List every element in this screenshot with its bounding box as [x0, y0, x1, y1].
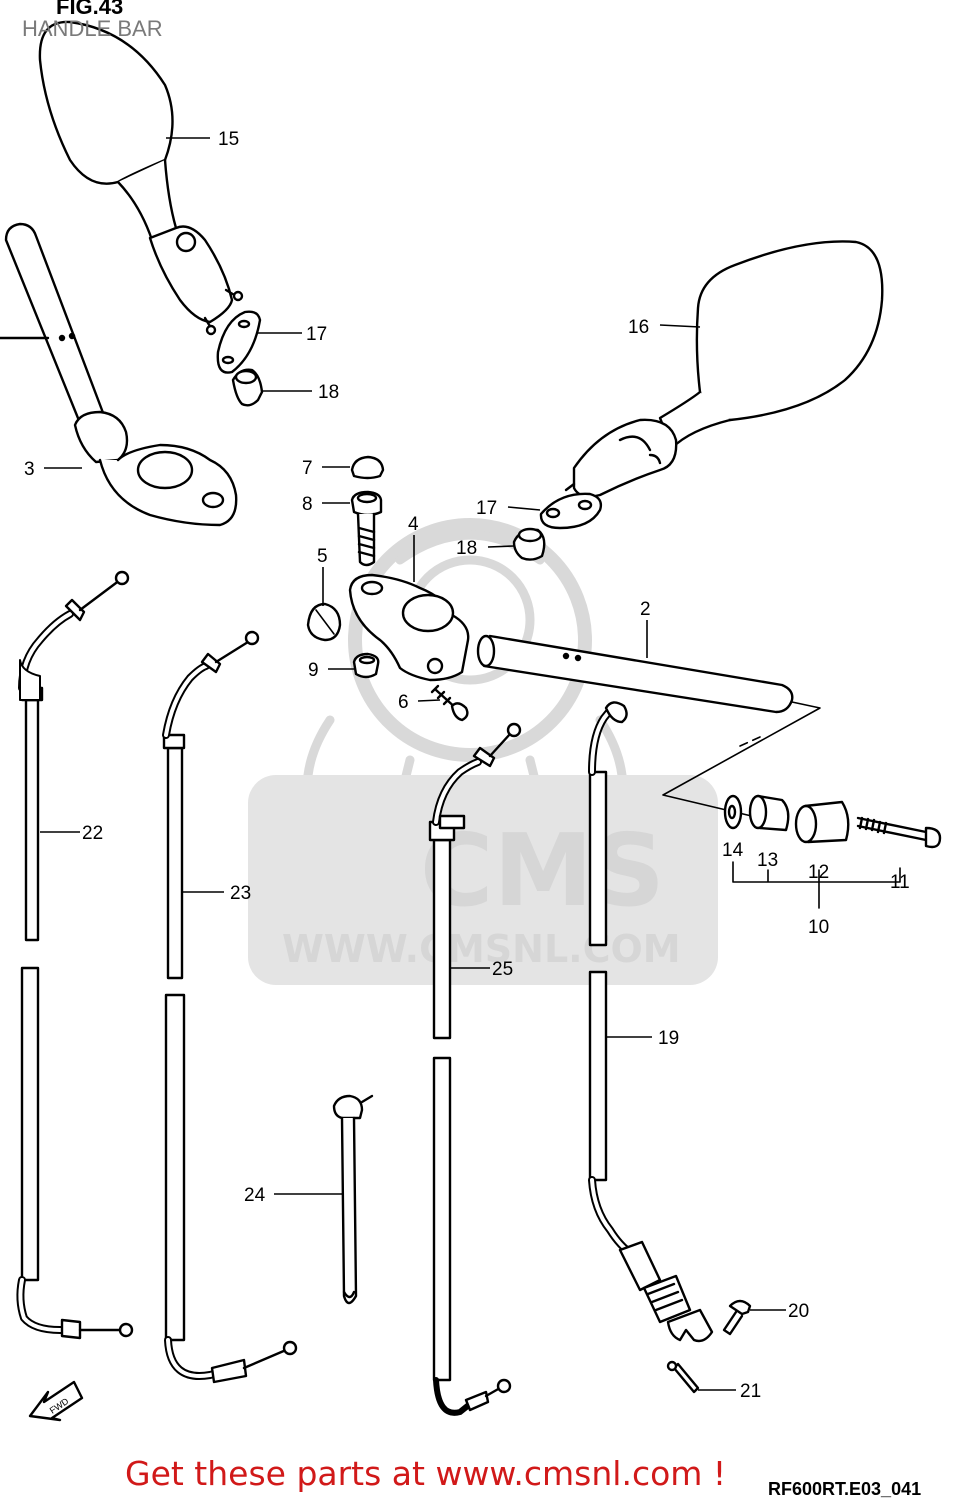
part-clutch-cable: [590, 702, 712, 1341]
part-balancer-screw: [858, 818, 940, 847]
part-balancer-washer: [725, 796, 741, 828]
part-balancer-spacer: [750, 796, 788, 830]
balancer-assembly-bracket: [733, 862, 900, 908]
watermark-logo-text: CMS: [420, 812, 665, 929]
callout-4: 4: [408, 514, 419, 535]
callout-21: 21: [740, 1381, 761, 1402]
part-mirror-gasket-left: [218, 312, 260, 373]
part-mirror-right: [566, 241, 882, 496]
part-choke-cable: [430, 724, 520, 1413]
part-clutch-pin: [724, 1301, 750, 1334]
part-plug: [308, 604, 340, 640]
watermark-url: WWW.CMSNL.COM: [282, 927, 681, 971]
callout-labels: 15 17 18 3 16 7 8 4 17 18 5 2 9 6 22 23 …: [24, 129, 910, 1402]
part-balancer-weight: [796, 802, 848, 842]
callout-7: 7: [302, 458, 313, 479]
leader-lines: [40, 137, 786, 1391]
callout-6: 6: [398, 692, 409, 713]
callout-8: 8: [302, 494, 313, 515]
part-mirror-gasket-right: [541, 494, 601, 528]
part-mirror-nut-right: [514, 529, 544, 560]
callout-18-left: 18: [318, 382, 339, 403]
callout-13: 13: [757, 850, 778, 871]
part-handlebar-holder: [350, 575, 468, 680]
callout-23: 23: [230, 883, 251, 904]
callout-12: 12: [808, 862, 829, 883]
part-cable-clamp: [334, 1096, 372, 1303]
callout-2: 2: [640, 599, 651, 620]
callout-11: 11: [890, 872, 910, 893]
part-handlebar-left: [0, 224, 236, 525]
callout-16: 16: [628, 317, 649, 338]
figure-subtitle: HANDLE BAR: [22, 16, 163, 41]
part-handlebar-right: [478, 636, 792, 712]
figure-title: FIG.43: [56, 0, 124, 19]
callout-14: 14: [722, 840, 744, 861]
part-bolt: [352, 492, 381, 565]
watermark-logo: CMS WWW.CMSNL.COM: [248, 775, 718, 985]
callout-17-right: 17: [476, 498, 497, 519]
callout-5: 5: [317, 546, 328, 567]
part-throttle-cable-1: [20, 572, 132, 1338]
part-nut: [354, 654, 378, 677]
callout-3: 3: [24, 459, 35, 480]
footer-promo-text: Get these parts at www.cmsnl.com !: [125, 1454, 727, 1493]
part-mirror-nut-left: [233, 370, 262, 406]
part-throttle-cable-2: [164, 632, 296, 1382]
callout-10: 10: [808, 917, 829, 938]
callout-15: 15: [218, 129, 239, 150]
callout-9: 9: [308, 660, 319, 681]
callout-24: 24: [244, 1185, 266, 1206]
callout-20: 20: [788, 1301, 809, 1322]
part-bolt-small: [432, 686, 467, 720]
direction-arrow: FWD: [30, 1382, 82, 1420]
callout-18-right: 18: [456, 538, 477, 559]
callout-19: 19: [658, 1028, 679, 1049]
drawing-code: RF600RT.E03_041: [768, 1479, 922, 1499]
callout-22: 22: [82, 823, 103, 844]
part-mirror-left: [40, 22, 242, 334]
callout-25: 25: [492, 959, 513, 980]
callout-17-left: 17: [306, 324, 327, 345]
part-cap: [352, 457, 383, 478]
bar-end-leader: [663, 702, 820, 818]
part-cotter-pin: [668, 1362, 698, 1392]
